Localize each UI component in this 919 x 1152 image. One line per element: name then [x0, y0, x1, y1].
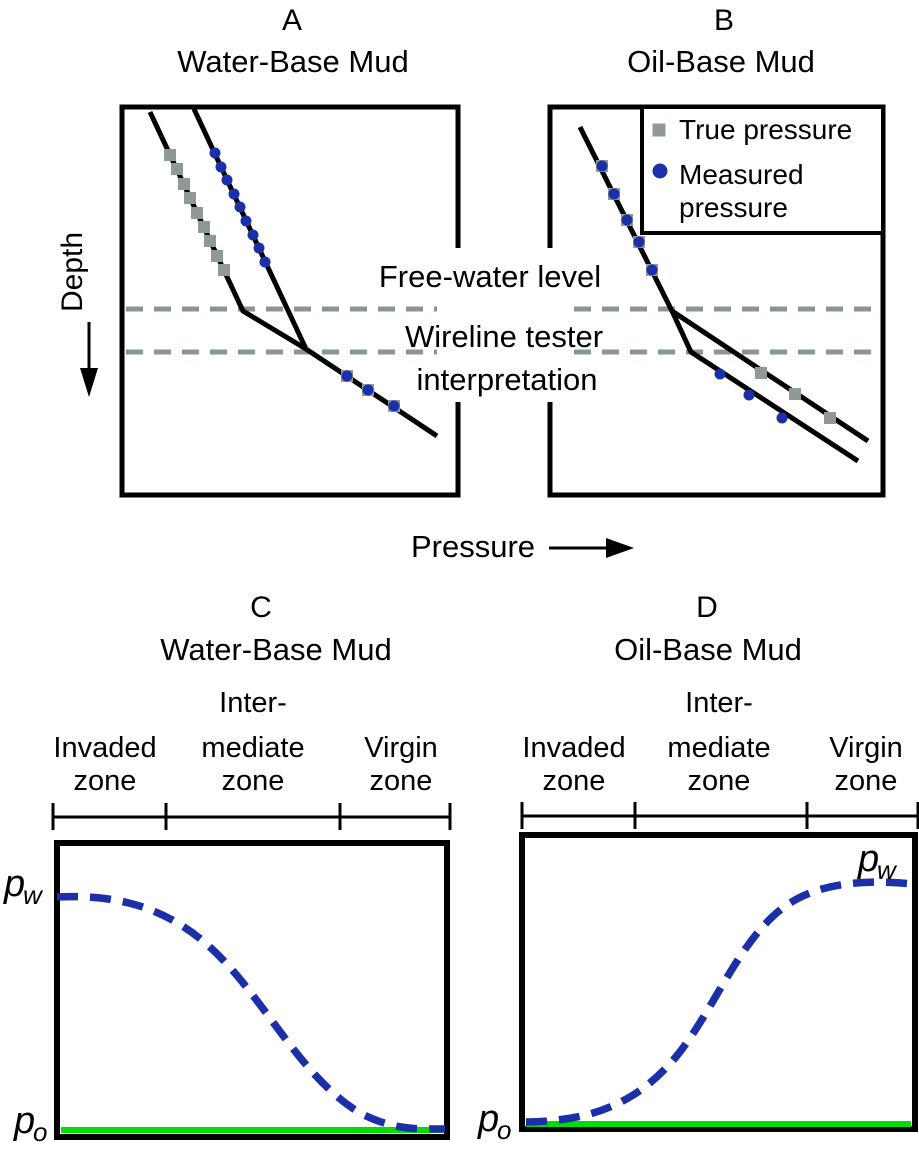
measured-pressure-marker — [633, 236, 645, 248]
measured-pressure-marker — [341, 370, 353, 382]
measured-pressure-marker — [608, 188, 620, 200]
panel-d-intermediate-zone-label-3: zone — [688, 765, 751, 797]
panel-d-box — [519, 832, 918, 1132]
label-clearing-mask — [437, 248, 567, 402]
panel-c-virgin-zone-label: Virgin — [364, 732, 438, 764]
panel-c-intermediate-zone-label-3: zone — [222, 765, 285, 797]
true-pressure-marker — [755, 367, 767, 379]
panel-c-pw-label: p — [3, 863, 25, 905]
pressure-arrow-icon — [606, 538, 634, 558]
panel-b-true-pressure-line — [670, 308, 870, 444]
panel-d-pw-subscript: w — [877, 855, 898, 885]
panel-d-po-subscript: o — [497, 1115, 511, 1145]
legend-measured-label-2: pressure — [679, 192, 788, 223]
panel-b-letter: B — [714, 4, 734, 37]
measured-pressure-marker — [209, 147, 221, 159]
legend-true-label: True pressure — [679, 114, 852, 145]
panel-d-letter: D — [696, 591, 718, 624]
measured-pressure-marker — [776, 412, 788, 424]
panel-d-virgin-zone-label-2: zone — [835, 765, 898, 797]
measured-pressure-marker — [253, 242, 265, 254]
panel-a-letter: A — [282, 4, 302, 37]
measured-pressure-marker — [234, 201, 246, 213]
panel-a-true-markers — [164, 149, 230, 276]
measured-pressure-marker — [596, 160, 608, 172]
panel-a-measured-markers — [209, 147, 271, 268]
panel-c-pw-subscript: w — [23, 880, 44, 910]
measured-pressure-marker — [259, 256, 271, 268]
measured-pressure-marker — [388, 400, 400, 412]
panel-b-true-markers — [755, 367, 836, 424]
panel-d-virgin-zone-label: Virgin — [829, 732, 903, 764]
panel-b-measured-pressure-line — [669, 309, 860, 464]
true-pressure-legend-icon — [652, 123, 666, 137]
true-pressure-marker — [211, 250, 223, 262]
panel-d-pw-label: p — [857, 838, 879, 880]
panel-d-title: Oil-Base Mud — [614, 632, 802, 667]
panel-c-box — [54, 840, 450, 1140]
measured-pressure-marker — [743, 389, 755, 401]
true-pressure-marker — [178, 178, 190, 190]
depth-axis-label: Depth — [56, 232, 89, 312]
pressure-axis-label: Pressure — [411, 529, 535, 564]
measured-pressure-marker — [714, 368, 726, 380]
measured-pressure-marker — [362, 384, 374, 396]
panel-c-title: Water-Base Mud — [160, 632, 391, 667]
true-pressure-marker — [171, 163, 183, 175]
measured-pressure-marker — [221, 174, 233, 186]
panel-b-title: Oil-Base Mud — [627, 44, 815, 79]
measured-pressure-marker — [621, 214, 633, 226]
panel-a-title: Water-Base Mud — [177, 44, 408, 79]
true-pressure-marker — [184, 192, 196, 204]
panel-a-converged-markers — [341, 370, 400, 412]
panel-c-invaded-zone-label-2: zone — [74, 765, 137, 797]
panel-d-intermediate-zone-label-2: mediate — [667, 732, 770, 764]
panel-c-water-pressure-curve — [56, 892, 446, 1133]
true-pressure-marker — [824, 412, 836, 424]
measured-pressure-legend-icon — [652, 163, 668, 179]
wireline-tester-label-1: Wireline tester — [405, 319, 603, 354]
panel-c-intermediate-zone-label-2: mediate — [201, 732, 304, 764]
true-pressure-marker — [789, 388, 801, 400]
panel-c-intermediate-zone-label: Inter- — [219, 687, 287, 719]
panel-d-invaded-zone-label-2: zone — [543, 765, 606, 797]
panel-b-coincident-markers — [596, 160, 658, 276]
panel-c-virgin-zone-label-2: zone — [370, 765, 433, 797]
panel-d-invaded-zone-label: Invaded — [522, 732, 625, 764]
true-pressure-marker — [218, 264, 230, 276]
panel-c-invaded-zone-label: Invaded — [53, 732, 156, 764]
panel-b-measured-markers — [714, 368, 788, 424]
true-pressure-marker — [204, 235, 216, 247]
panel-d-intermediate-zone-label: Inter- — [685, 687, 753, 719]
measured-pressure-marker — [240, 215, 252, 227]
true-pressure-marker — [198, 221, 210, 233]
legend-box — [640, 105, 885, 235]
panel-d-po-label: p — [477, 1098, 499, 1140]
panel-c-po-label: p — [13, 1100, 35, 1142]
legend-measured-label-1: Measured — [679, 159, 804, 190]
true-pressure-marker — [191, 207, 203, 219]
panel-d-water-pressure-curve — [525, 878, 914, 1126]
free-water-level-label: Free-water level — [379, 259, 601, 294]
depth-arrow-icon — [80, 368, 98, 397]
true-pressure-marker — [164, 149, 176, 161]
measured-pressure-marker — [646, 264, 658, 276]
measured-pressure-marker — [228, 188, 240, 200]
panel-c-po-subscript: o — [33, 1117, 47, 1147]
measured-pressure-marker — [215, 161, 227, 173]
panel-c-letter: C — [250, 591, 272, 624]
wireline-tester-label-2: interpretation — [417, 362, 598, 397]
measured-pressure-marker — [247, 229, 259, 241]
